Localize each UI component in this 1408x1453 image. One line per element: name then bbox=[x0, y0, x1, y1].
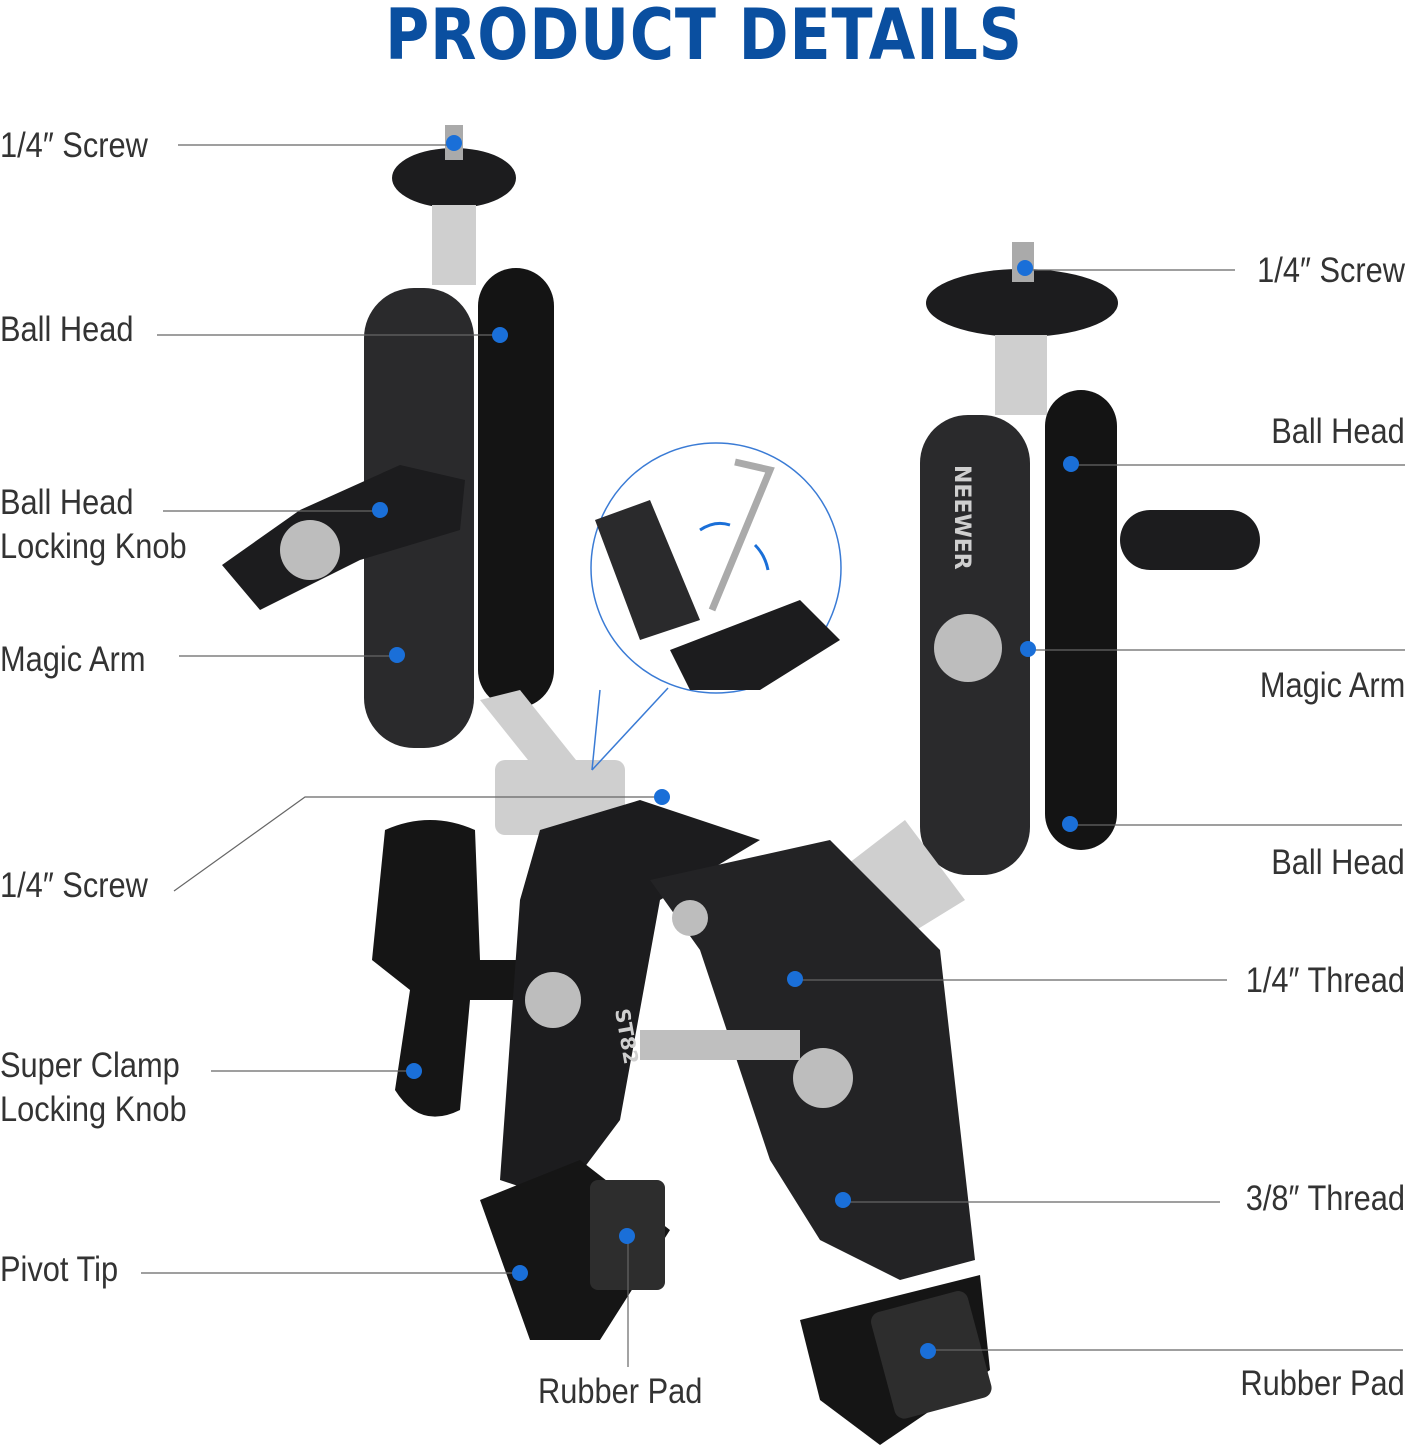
label-super-clamp-locking-knob-line1: Super Clamp bbox=[0, 1046, 180, 1085]
label-screw-center: 1/4″ Screw bbox=[0, 866, 148, 905]
label-rubber-pad-right: Rubber Pad bbox=[1240, 1364, 1405, 1403]
page-title: PRODUCT DETAILS bbox=[385, 0, 1023, 76]
label-ball-head-right-bottom: Ball Head bbox=[1271, 843, 1405, 882]
label-ball-head-locking-knob-line1: Ball Head bbox=[0, 483, 134, 522]
label-ball-head-right-top: Ball Head bbox=[1271, 412, 1405, 451]
marker-dot bbox=[1063, 456, 1079, 472]
marker-dot bbox=[389, 647, 405, 663]
label-pivot-tip: Pivot Tip bbox=[0, 1250, 119, 1289]
hex-key-inset bbox=[590, 442, 842, 771]
label-screw-top-right: 1/4″ Screw bbox=[1257, 251, 1405, 290]
marker-dot bbox=[446, 135, 462, 151]
label-ball-head-left: Ball Head bbox=[0, 310, 134, 349]
marker-dot bbox=[372, 502, 388, 518]
label-quarter-thread: 1/4″ Thread bbox=[1245, 961, 1405, 1000]
label-magic-arm-left: Magic Arm bbox=[0, 640, 146, 679]
label-screw-top-left: 1/4″ Screw bbox=[0, 126, 148, 165]
right-magic-arm: NEEWER bbox=[840, 242, 1260, 940]
marker-dot bbox=[406, 1063, 422, 1079]
marker-dot bbox=[512, 1265, 528, 1281]
label-super-clamp-locking-knob-line2: Locking Knob bbox=[0, 1090, 187, 1129]
label-three-eighths-thread: 3/8″ Thread bbox=[1245, 1179, 1405, 1218]
marker-dot bbox=[920, 1343, 936, 1359]
marker-dot bbox=[619, 1228, 635, 1244]
marker-dot bbox=[654, 789, 670, 805]
label-magic-arm-right: Magic Arm bbox=[1259, 666, 1405, 705]
label-rubber-pad-bottom: Rubber Pad bbox=[538, 1372, 703, 1411]
brand-logo: NEEWER bbox=[949, 465, 974, 570]
leader-lines bbox=[141, 144, 1405, 1367]
marker-dot bbox=[835, 1192, 851, 1208]
marker-dot bbox=[1062, 816, 1078, 832]
super-clamp: ST82 bbox=[372, 760, 992, 1445]
marker-dot bbox=[1017, 260, 1033, 276]
label-ball-head-locking-knob-line2: Locking Knob bbox=[0, 527, 187, 566]
marker-dot bbox=[787, 971, 803, 987]
marker-dot bbox=[492, 327, 508, 343]
marker-dot bbox=[1020, 641, 1036, 657]
left-magic-arm bbox=[222, 125, 600, 800]
